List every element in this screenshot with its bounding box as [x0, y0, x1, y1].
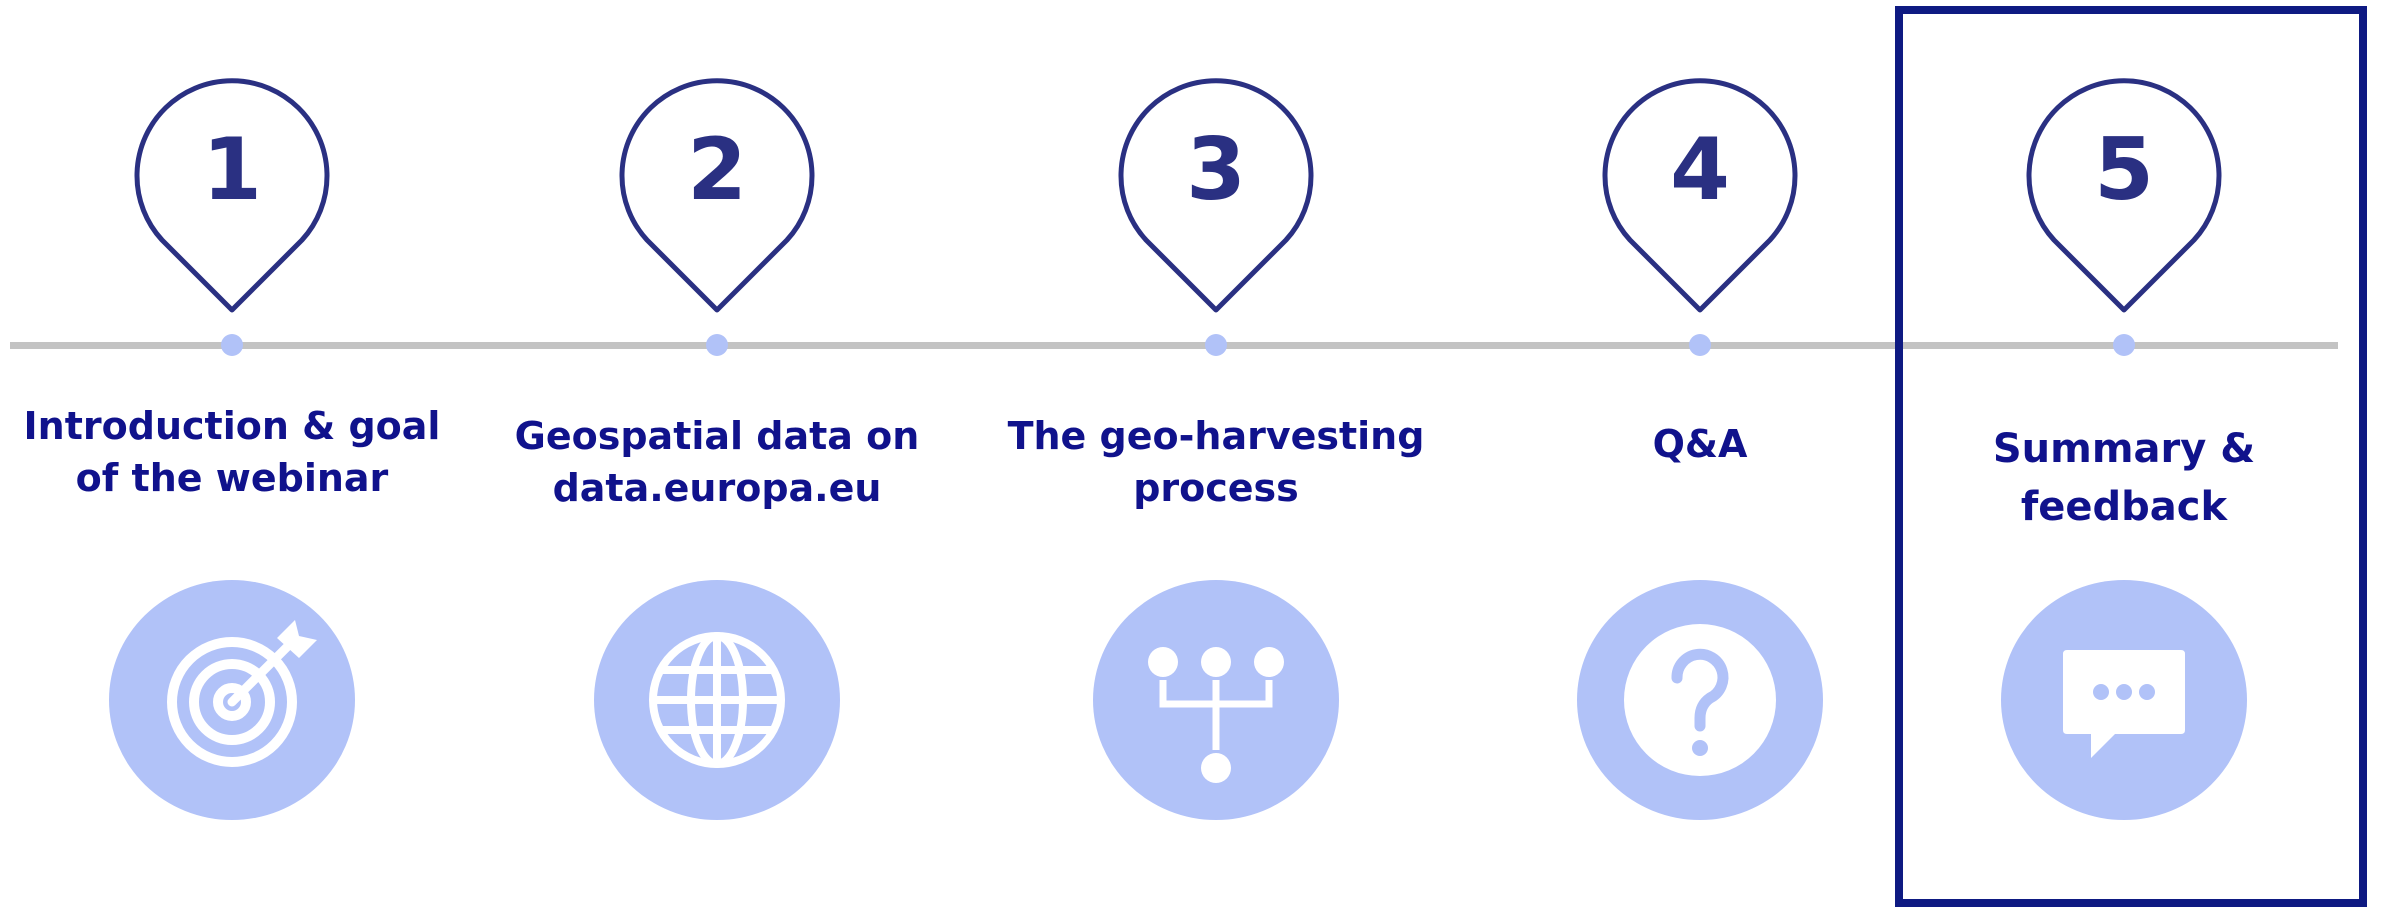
timeline-dot	[1205, 334, 1227, 356]
step-number: 1	[202, 120, 262, 220]
timeline-dot	[706, 334, 728, 356]
step-label: Summary & feedback	[1992, 426, 2256, 530]
icon-circle	[594, 580, 840, 820]
location-pin-icon	[1118, 78, 1314, 313]
timeline-line	[10, 342, 2338, 349]
location-pin-icon	[134, 78, 330, 313]
globe-icon	[649, 632, 785, 768]
current-step-highlight	[1895, 6, 2367, 907]
location-pin-icon	[1602, 78, 1798, 313]
question-icon	[1624, 624, 1776, 776]
step-label: Introduction & goal of the webinar	[23, 404, 441, 500]
step-label: Q&A	[1652, 422, 1748, 466]
step-label: The geo-harvesting process	[1007, 414, 1425, 510]
timeline-dot	[1689, 334, 1711, 356]
icon-circle	[1093, 580, 1339, 820]
timeline-dot	[221, 334, 243, 356]
step-number: 4	[1670, 120, 1730, 220]
chat-bubble-icon	[2063, 650, 2185, 758]
icon-circle	[1577, 580, 1823, 820]
step-number: 5	[2094, 120, 2154, 220]
step-label: Geospatial data on data.europa.eu	[514, 414, 920, 510]
timeline-dot	[2113, 334, 2135, 356]
icon-circle	[2001, 580, 2247, 820]
icon-circle	[109, 580, 355, 820]
step-number: 3	[1186, 120, 1246, 220]
step-number: 2	[687, 120, 747, 220]
hierarchy-icon	[1148, 647, 1284, 783]
location-pin-icon	[619, 78, 815, 313]
location-pin-icon	[2026, 78, 2222, 313]
target-icon	[167, 620, 317, 767]
